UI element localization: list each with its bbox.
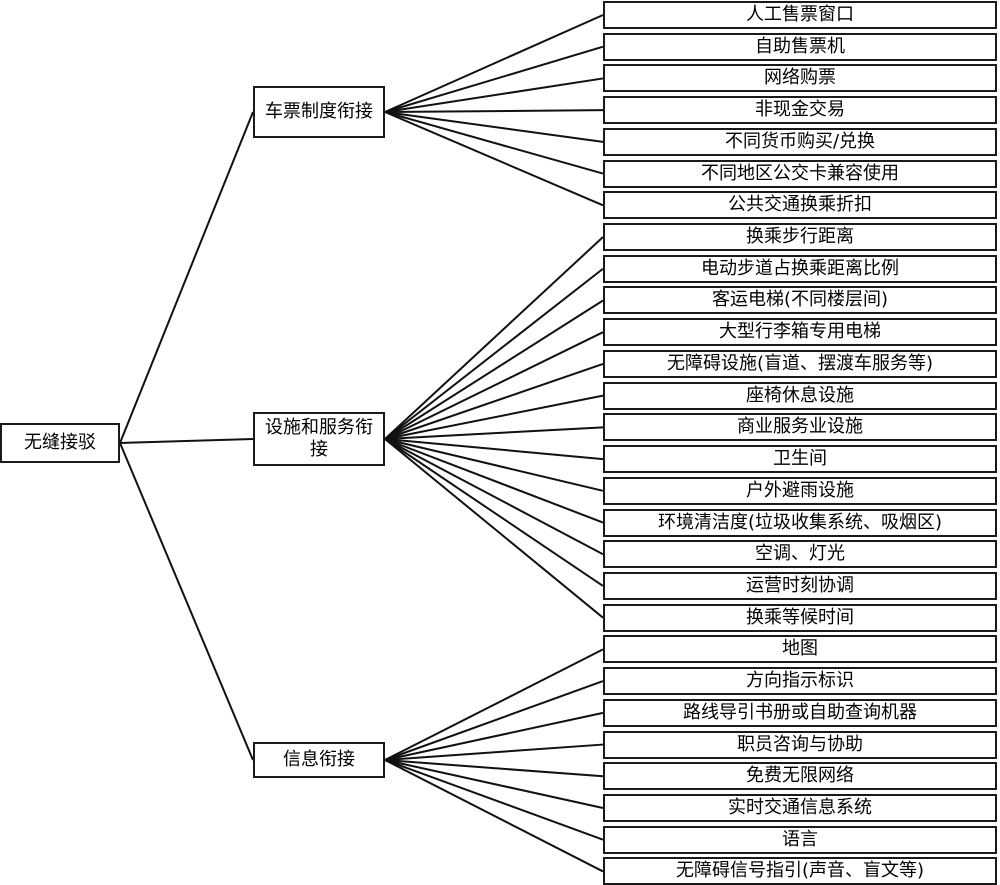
- group-node-facilities: 设施和服务衔接: [253, 412, 385, 466]
- leaf-connector: [384, 759, 604, 778]
- leaf-connector: [384, 426, 604, 440]
- leaf-connector: [384, 77, 604, 113]
- leaf-connector: [384, 743, 604, 761]
- leaf-node: 户外避雨设施: [603, 476, 997, 505]
- leaf-node: 职员咨询与协助: [603, 730, 997, 759]
- leaf-connector: [384, 267, 604, 440]
- leaf-connector: [384, 394, 604, 440]
- leaf-node: 语言: [603, 825, 997, 854]
- leaf-connector: [384, 111, 604, 175]
- leaf-connector: [384, 109, 604, 113]
- leaf-node: 客运电梯(不同楼层间): [603, 286, 997, 315]
- leaf-node: 地图: [603, 635, 997, 664]
- leaf-node: 路线导引书册或自助查询机器: [603, 698, 997, 727]
- root-connector: [119, 442, 254, 761]
- leaf-node: 无障碍信号指引(声音、盲文等): [603, 857, 997, 885]
- leaf-node: 商业服务业设施: [603, 413, 997, 442]
- leaf-node: 空调、灯光: [603, 540, 997, 569]
- group-node-information: 信息衔接: [253, 742, 385, 778]
- leaf-node: 大型行李箱专用电梯: [603, 318, 997, 347]
- leaf-connector: [384, 236, 604, 440]
- root-connector: [119, 438, 254, 444]
- leaf-connector: [384, 759, 604, 809]
- root-node: 无缝接驳: [0, 423, 120, 463]
- leaf-connector: [384, 438, 604, 587]
- leaf-node: 免费无限网络: [603, 762, 997, 791]
- leaf-connector: [384, 438, 604, 524]
- leaf-node: 不同货币购买/兑换: [603, 127, 997, 156]
- leaf-node: 换乘等候时间: [603, 603, 997, 632]
- leaf-node: 不同地区公交卡兼容使用: [603, 159, 997, 188]
- leaf-node: 非现金交易: [603, 96, 997, 125]
- leaf-connector: [384, 438, 604, 492]
- group-node-ticketing: 车票制度衔接: [253, 86, 385, 138]
- leaf-node: 座椅休息设施: [603, 381, 997, 410]
- leaf-node: 人工售票窗口: [603, 1, 997, 29]
- leaf-connector: [384, 438, 604, 556]
- leaf-connector: [384, 14, 604, 113]
- leaf-node: 环境清洁度(垃圾收集系统、吸烟区): [603, 508, 997, 537]
- leaf-node: 网络购票: [603, 64, 997, 93]
- root-connector: [119, 111, 254, 444]
- leaf-connector: [384, 45, 604, 113]
- leaf-node: 卫生间: [603, 445, 997, 474]
- leaf-connector: [384, 111, 604, 143]
- leaf-connector: [384, 438, 604, 461]
- leaf-connector: [384, 711, 604, 761]
- leaf-node: 方向指示标识: [603, 667, 997, 696]
- leaf-node: 实时交通信息系统: [603, 794, 997, 822]
- leaf-connector: [384, 759, 604, 873]
- leaf-connector: [384, 648, 604, 761]
- leaf-node: 自助售票机: [603, 32, 997, 61]
- leaf-node: 换乘步行距离: [603, 223, 997, 252]
- leaf-node: 公共交通换乘折扣: [603, 191, 997, 220]
- leaf-node: 电动步道占换乘距离比例: [603, 254, 997, 283]
- leaf-connector: [384, 759, 604, 841]
- leaf-connector: [384, 362, 604, 440]
- leaf-connector: [384, 331, 604, 440]
- leaf-connector: [384, 680, 604, 761]
- leaf-node: 无障碍设施(盲道、摆渡车服务等): [603, 349, 997, 378]
- leaf-connector: [384, 438, 604, 619]
- leaf-connector: [384, 299, 604, 440]
- leaf-node: 运营时刻协调: [603, 571, 997, 600]
- leaf-connector: [384, 111, 604, 207]
